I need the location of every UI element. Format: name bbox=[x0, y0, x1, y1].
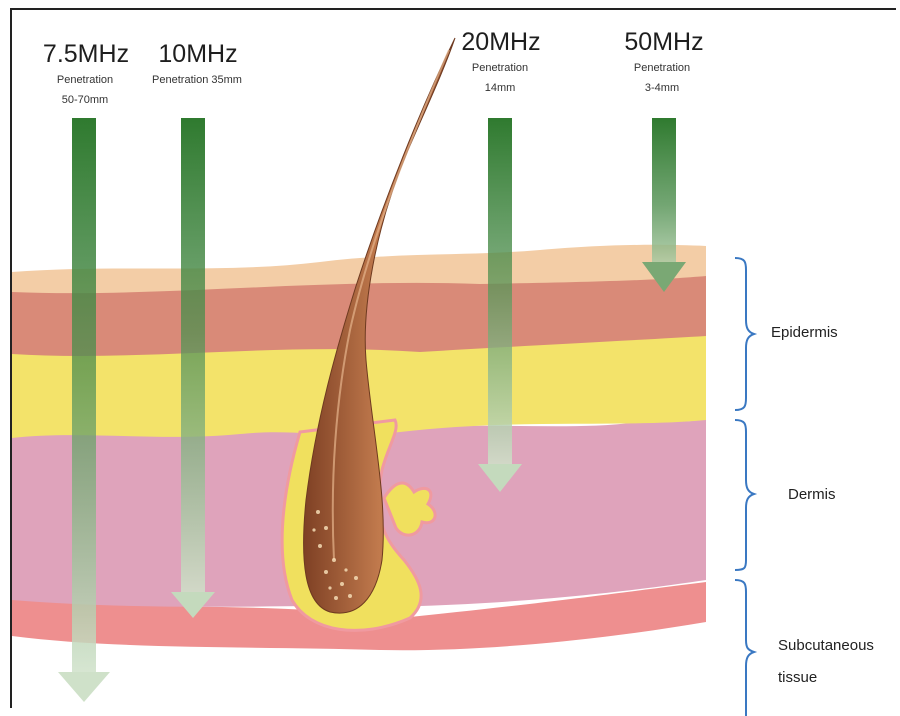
label-subcutaneous-line1: Subcutaneous bbox=[778, 630, 874, 662]
penetration-line2: 50-70mm bbox=[57, 90, 113, 110]
penetration-line2: 3-4mm bbox=[634, 78, 690, 98]
freq-label-10mhz: 10MHz bbox=[158, 40, 237, 69]
freq-label-20mhz: 20MHz bbox=[461, 28, 540, 57]
arrow-50mhz bbox=[642, 118, 686, 292]
penetration-line1: Penetration 35mm bbox=[152, 70, 242, 90]
penetration-line1: Penetration bbox=[57, 70, 113, 90]
label-subcutaneous-line2: tissue bbox=[778, 662, 874, 694]
penetration-label-10mhz: Penetration 35mm bbox=[152, 70, 242, 90]
brace-icon bbox=[735, 420, 754, 570]
penetration-line1: Penetration bbox=[472, 58, 528, 78]
down-arrow-icon bbox=[58, 672, 110, 702]
brace-icon bbox=[735, 580, 754, 716]
penetration-label-7-5mhz: Penetration 50-70mm bbox=[57, 70, 113, 110]
label-epidermis: Epidermis bbox=[771, 324, 838, 341]
penetration-label-20mhz: Penetration 14mm bbox=[472, 58, 528, 98]
label-subcutaneous: Subcutaneous tissue bbox=[778, 630, 874, 694]
freq-label-50mhz: 50MHz bbox=[624, 28, 703, 57]
freq-label-7-5mhz: 7.5MHz bbox=[43, 40, 129, 69]
label-dermis: Dermis bbox=[788, 486, 836, 503]
penetration-label-50mhz: Penetration 3-4mm bbox=[634, 58, 690, 98]
penetration-line1: Penetration bbox=[634, 58, 690, 78]
penetration-line2: 14mm bbox=[472, 78, 528, 98]
brace-icon bbox=[735, 258, 754, 410]
